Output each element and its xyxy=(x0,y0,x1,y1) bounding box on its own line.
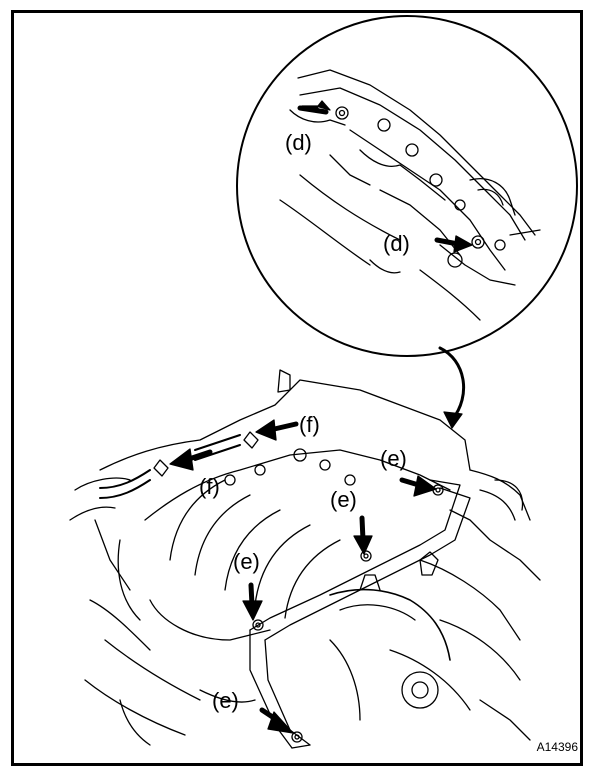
label-f-lower: (f) xyxy=(199,474,220,499)
label-e-right: (e) xyxy=(380,446,407,471)
callout-arrows xyxy=(169,419,437,734)
inset-pointer-arrow xyxy=(438,346,466,429)
label-e-bottom: (e) xyxy=(212,688,239,713)
label-e-left: (e) xyxy=(233,549,260,574)
diagram-frame xyxy=(11,10,583,766)
detail-inset xyxy=(236,15,578,357)
figure-id: A14396 xyxy=(536,740,578,754)
label-f-upper: (f) xyxy=(299,412,320,437)
engine-assembly xyxy=(69,369,541,749)
label-e-middle: (e) xyxy=(330,487,357,512)
label-d-top: (d) xyxy=(285,130,312,155)
label-d-bottom: (d) xyxy=(383,231,410,256)
